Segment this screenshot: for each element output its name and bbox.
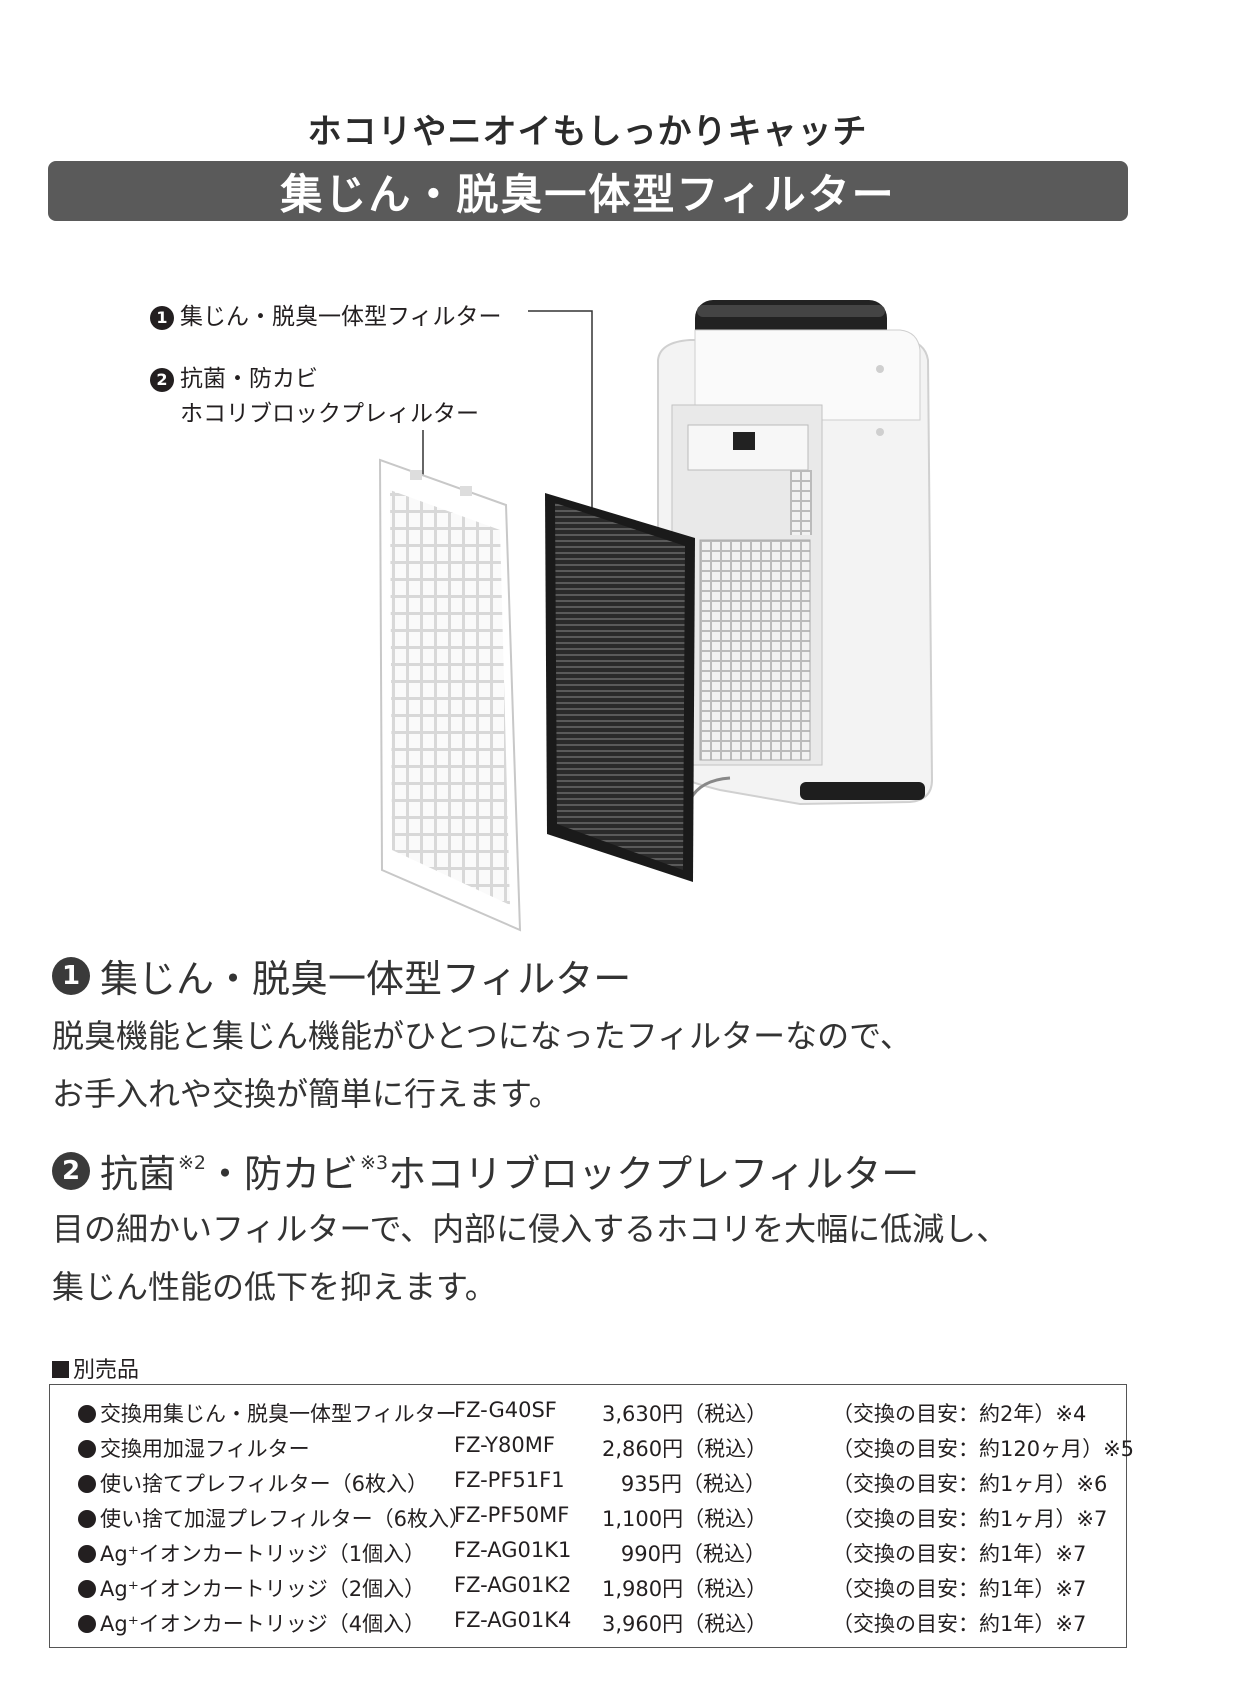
- item-name: 使い捨てプレフィルター（6枚入）: [100, 1472, 428, 1496]
- accessory-table: 交換用集じん・脱臭一体型フィルター FZ-G40SF 3,630円（税込） （交…: [49, 1384, 1134, 1648]
- number-badge-1: 1: [150, 305, 174, 330]
- item-note: （交換の目安：約1年）※7: [832, 1577, 1087, 1601]
- callout-prefilter-line1: 抗菌・防カビ: [180, 366, 318, 392]
- item-name: Ag⁺イオンカートリッジ（4個入）: [100, 1612, 426, 1636]
- item-price: 2,860円（税込）: [602, 1437, 768, 1461]
- section-1-body-line: 脱臭機能と集じん機能がひとつになったフィルターなので、: [52, 1017, 912, 1055]
- bullet-icon: [78, 1545, 96, 1563]
- item-name: 交換用集じん・脱臭一体型フィルター: [100, 1402, 457, 1426]
- item-price: 3,630円（税込）: [602, 1402, 768, 1426]
- section-2-heading-part3: ホコリブロックプレフィルター: [388, 1152, 920, 1196]
- item-price: 935円（税込）: [620, 1472, 766, 1496]
- bullet-icon: [78, 1580, 96, 1598]
- item-name: Ag⁺イオンカートリッジ（1個入）: [100, 1542, 426, 1566]
- anti-bacterial-prefilter: [378, 458, 522, 932]
- section-1-body: 脱臭機能と集じん機能がひとつになったフィルターなので、 お手入れや交換が簡単に行…: [52, 1007, 912, 1123]
- number-badge-2: 2: [52, 1151, 90, 1190]
- item-model: FZ-AG01K1: [454, 1538, 572, 1562]
- footnote-ref: ※2: [178, 1151, 207, 1174]
- item-model: FZ-PF51F1: [454, 1468, 565, 1492]
- item-price: 990円（税込）: [620, 1542, 766, 1566]
- air-purifier-body: [657, 300, 934, 806]
- product-illustration: [378, 300, 934, 932]
- section-1-heading: 1 集じん・脱臭一体型フィルター: [52, 948, 631, 1003]
- item-note: （交換の目安：約1年）※7: [832, 1542, 1087, 1566]
- section-2-heading-part2: ・防カビ: [206, 1152, 359, 1196]
- leader-line-filter: [528, 310, 593, 520]
- item-model: FZ-AG01K4: [454, 1608, 572, 1632]
- sold-separately-label: 別売品: [52, 1352, 139, 1384]
- sold-separately-label-text: 別売品: [73, 1358, 140, 1383]
- callout-filter-text: 集じん・脱臭一体型フィルター: [180, 304, 502, 330]
- section-1-body-line: お手入れや交換が簡単に行えます。: [52, 1075, 561, 1113]
- section-2-body: 目の細かいフィルターで、内部に侵入するホコリを大幅に低減し、 集じん性能の低下を…: [52, 1200, 1008, 1316]
- item-note: （交換の目安：約1ヶ月）※7: [832, 1507, 1108, 1531]
- section-2-heading-part1: 抗菌: [100, 1152, 177, 1196]
- item-model: FZ-AG01K2: [454, 1573, 572, 1597]
- footnote-ref: ※3: [360, 1151, 389, 1174]
- item-note: （交換の目安：約1年）※7: [832, 1612, 1087, 1636]
- bullet-icon: [78, 1440, 96, 1458]
- item-model: FZ-PF50MF: [454, 1503, 570, 1527]
- page-title: 集じん・脱臭一体型フィルター: [48, 161, 1128, 221]
- page-subtitle: ホコリやニオイもしっかりキャッチ: [307, 112, 868, 152]
- callout-prefilter-line2: ホコリブロックプレィルター: [180, 401, 479, 427]
- section-2-body-line: 集じん性能の低下を抑えます。: [52, 1268, 497, 1306]
- square-bullet-icon: [52, 1361, 69, 1378]
- section-1-heading-text: 集じん・脱臭一体型フィルター: [100, 957, 632, 1001]
- bullet-icon: [78, 1615, 96, 1633]
- item-price: 1,980円（税込）: [602, 1577, 768, 1601]
- item-name: Ag⁺イオンカートリッジ（2個入）: [100, 1577, 426, 1601]
- item-name: 交換用加湿フィルター: [100, 1437, 310, 1461]
- section-2-body-line: 目の細かいフィルターで、内部に侵入するホコリを大幅に低減し、: [52, 1210, 1009, 1248]
- item-price: 3,960円（税込）: [602, 1612, 768, 1636]
- dust-deodorizing-filter: [545, 493, 695, 882]
- number-badge-1: 1: [52, 956, 90, 995]
- bullet-icon: [78, 1405, 96, 1423]
- number-badge-2: 2: [150, 367, 174, 392]
- item-note: （交換の目安：約120ヶ月）※5: [832, 1437, 1135, 1461]
- bullet-icon: [78, 1475, 96, 1493]
- item-model: FZ-Y80MF: [454, 1433, 555, 1457]
- bullet-icon: [78, 1510, 96, 1528]
- item-name: 使い捨て加湿プレフィルター（6枚入）: [100, 1507, 470, 1531]
- item-price: 1,100円（税込）: [602, 1507, 768, 1531]
- item-model: FZ-G40SF: [454, 1398, 557, 1422]
- page-title-text: 集じん・脱臭一体型フィルター: [280, 169, 896, 219]
- item-note: （交換の目安：約1ヶ月）※6: [832, 1472, 1108, 1496]
- item-note: （交換の目安：約2年）※4: [832, 1402, 1087, 1426]
